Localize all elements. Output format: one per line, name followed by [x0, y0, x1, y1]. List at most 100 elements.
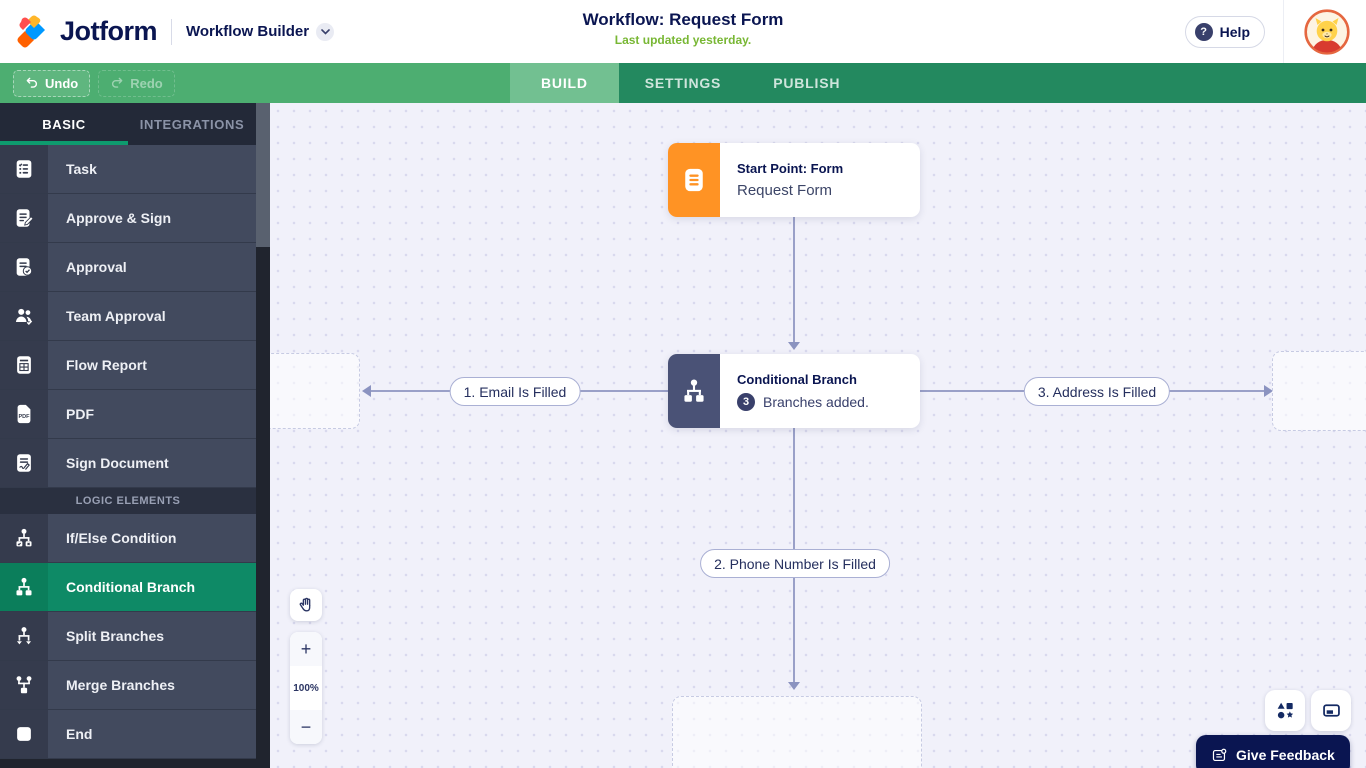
- sidebar-item-label: Conditional Branch: [48, 563, 256, 611]
- active-tab-underline: [0, 141, 128, 145]
- sidebar-item-label: Approval: [48, 243, 256, 291]
- sidebar-item-label: Split Branches: [48, 612, 256, 660]
- sidebar-item-label: End: [48, 710, 256, 758]
- feedback-icon: [1212, 748, 1227, 761]
- start-node-subtitle: Request Form: [737, 182, 833, 199]
- branch-node-subtitle: Branches added.: [763, 393, 869, 410]
- svg-text:PDF: PDF: [19, 414, 31, 420]
- brand-name: Jotform: [60, 16, 158, 46]
- branch-placeholder-bottom[interactable]: [672, 696, 922, 768]
- sidebar-item-if-else-condition[interactable]: If/Else Condition: [0, 514, 256, 563]
- minimap-toggle-button[interactable]: [1311, 690, 1351, 731]
- sidebar-scrollbar[interactable]: [256, 103, 270, 247]
- branch-count-badge: 3: [737, 392, 755, 411]
- tab-publish[interactable]: PUBLISH: [773, 75, 841, 91]
- zoom-controls: + 100% −: [290, 632, 322, 744]
- branch-icon-wrap: [668, 354, 720, 428]
- start-node-title: Start Point: Form: [737, 161, 844, 176]
- help-label: Help: [1219, 23, 1250, 40]
- undo-button[interactable]: Undo: [13, 69, 91, 97]
- branch-placeholder-left[interactable]: [270, 353, 360, 429]
- build-toolbar: Undo Redo BUILD SETTINGS PUBLISH: [0, 63, 1366, 103]
- sidebar-item-team-approval[interactable]: Team Approval: [0, 292, 256, 341]
- user-avatar[interactable]: [1304, 8, 1350, 55]
- form-icon: [685, 168, 703, 192]
- sidebar-item-label: PDF: [48, 390, 256, 438]
- minimap-icon: [1322, 704, 1340, 717]
- zoom-level: 100%: [293, 682, 319, 694]
- jotform-logo-icon: [17, 15, 45, 47]
- arrowhead-left-icon: [362, 385, 371, 397]
- product-switcher[interactable]: [316, 22, 335, 41]
- conditional-branch-icon: [16, 577, 32, 596]
- sidebar-item-sign-document[interactable]: Sign Document: [0, 439, 256, 488]
- branch-label-phone[interactable]: 2. Phone Number Is Filled: [700, 549, 890, 578]
- help-button[interactable]: ? Help: [1184, 15, 1265, 48]
- task-icon: [16, 160, 32, 178]
- elements-panel-button[interactable]: [1265, 690, 1305, 731]
- arrowhead-down-icon: [788, 682, 800, 690]
- merge-branches-icon: [16, 676, 32, 694]
- logic-elements-section-header: LOGIC ELEMENTS: [0, 488, 256, 514]
- sidebar-item-label: Merge Branches: [48, 661, 256, 709]
- sidebar-item-pdf[interactable]: PDF PDF: [0, 390, 256, 439]
- header-vertical-divider: [1283, 0, 1284, 63]
- branch-label-email[interactable]: 1. Email Is Filled: [449, 377, 581, 406]
- sidebar-item-approval[interactable]: Approval: [0, 243, 256, 292]
- sidebar-item-label: Team Approval: [48, 292, 256, 340]
- sidebar-tab-basic[interactable]: BASIC: [42, 116, 86, 132]
- redo-label: Redo: [130, 75, 163, 91]
- pan-tool-button[interactable]: [290, 589, 322, 621]
- sidebar-item-split-branches[interactable]: Split Branches: [0, 612, 256, 661]
- team-approval-icon: [15, 308, 33, 326]
- sidebar-tab-integrations[interactable]: INTEGRATIONS: [139, 116, 245, 132]
- sidebar-item-label: Sign Document: [48, 439, 256, 487]
- redo-icon: [112, 77, 123, 88]
- arrowhead-right-icon: [1264, 385, 1273, 397]
- feedback-label: Give Feedback: [1236, 747, 1335, 763]
- question-icon: ?: [1194, 22, 1213, 41]
- chevron-down-icon: [320, 28, 330, 35]
- branch-placeholder-right[interactable]: [1272, 351, 1366, 431]
- sidebar-item-label: Flow Report: [48, 341, 256, 389]
- approval-icon: [16, 258, 33, 276]
- sidebar-item-conditional-branch[interactable]: Conditional Branch: [0, 563, 256, 612]
- if-else-icon: [16, 528, 32, 547]
- form-icon-wrap: [668, 143, 720, 217]
- approve-sign-icon: [16, 209, 34, 227]
- pdf-icon: PDF: [17, 404, 31, 424]
- sidebar-item-approve-sign[interactable]: Approve & Sign: [0, 194, 256, 243]
- sidebar-item-end[interactable]: End: [0, 710, 256, 759]
- sign-document-icon: [17, 454, 31, 472]
- header-divider: [171, 18, 172, 45]
- undo-icon: [26, 77, 37, 88]
- give-feedback-button[interactable]: Give Feedback: [1196, 735, 1350, 768]
- conditional-branch-icon: [684, 379, 704, 402]
- redo-button[interactable]: Redo: [98, 69, 175, 97]
- sidebar-item-flow-report[interactable]: Flow Report: [0, 341, 256, 390]
- end-icon: [17, 727, 31, 741]
- zoom-in-button[interactable]: +: [290, 632, 322, 666]
- product-name: Workflow Builder: [186, 23, 310, 40]
- shapes-icon: [1277, 702, 1293, 719]
- sidebar-item-merge-branches[interactable]: Merge Branches: [0, 661, 256, 710]
- branch-label-address[interactable]: 3. Address Is Filled: [1023, 377, 1171, 406]
- zoom-out-button[interactable]: −: [290, 710, 322, 744]
- hand-icon: [299, 597, 311, 612]
- arrowhead-down-icon: [788, 342, 800, 350]
- conditional-branch-node[interactable]: Conditional Branch 3 Branches added.: [668, 354, 920, 428]
- edge-start-to-branch: [793, 217, 795, 342]
- brand-block[interactable]: Jotform: [0, 14, 158, 50]
- undo-label: Undo: [45, 75, 79, 91]
- sidebar-item-label: Task: [48, 145, 256, 193]
- mode-tabs: BUILD SETTINGS PUBLISH: [510, 63, 1366, 103]
- branch-node-title: Conditional Branch: [737, 371, 857, 387]
- sidebar-tabs: BASIC INTEGRATIONS: [0, 103, 256, 145]
- tab-settings[interactable]: SETTINGS: [644, 75, 722, 91]
- start-point-node[interactable]: Start Point: Form Request Form: [668, 143, 920, 217]
- tab-build[interactable]: BUILD: [510, 63, 619, 103]
- workflow-canvas[interactable]: 1. Email Is Filled 2. Phone Number Is Fi…: [270, 103, 1366, 768]
- sidebar-item-task[interactable]: Task: [0, 145, 256, 194]
- elements-sidebar: BASIC INTEGRATIONS Task Approve & Sign A…: [0, 103, 270, 768]
- sidebar-item-label: Approve & Sign: [48, 194, 256, 242]
